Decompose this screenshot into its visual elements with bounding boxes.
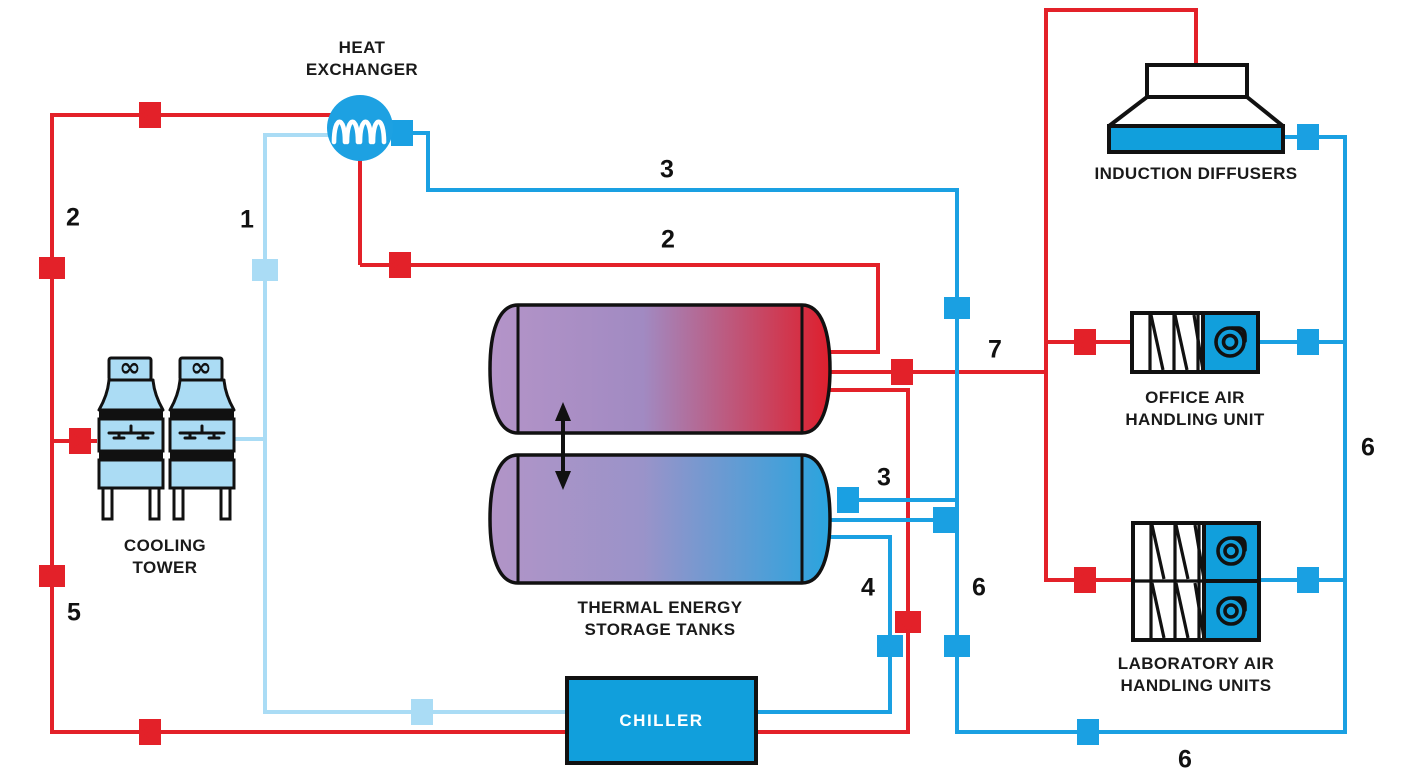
arrow-chilled-hx-out (391, 120, 413, 146)
blower-icon (1216, 596, 1247, 626)
pipe-cond-tower-out (228, 437, 267, 441)
arrow-chilled-charge-up (877, 635, 903, 657)
flow-label-6-right: 6 (1361, 433, 1375, 462)
flow-label-4: 4 (861, 573, 875, 602)
pipe-hot-hx-to-tower-top (52, 113, 360, 117)
arrow-chilled-6-down (944, 635, 970, 657)
pipe-chilled-charge-riser (888, 535, 892, 714)
arrow-cond-to-chiller (411, 699, 433, 725)
arrow-hot-into-tank (891, 359, 913, 385)
pipe-hot-tank-outlet-lower (824, 388, 910, 392)
pipe-hot-7-return (824, 370, 1048, 374)
pipe-hot-tank-riser (876, 263, 880, 354)
pipe-hot-tank-outlet-upper (824, 350, 880, 354)
flow-label-7: 7 (988, 335, 1002, 364)
flow-label-2-mid: 2 (661, 225, 675, 254)
arrow-hot-tower-inlet (69, 428, 91, 454)
arrow-chilled-diffuser-in (1297, 124, 1319, 150)
induction-diffusers-label: INDUCTION DIFFUSERS (1094, 164, 1298, 183)
pipe-hot-tank-to-chiller (906, 388, 910, 732)
pipe-cond-riser (263, 133, 267, 714)
pipe-chilled-tank-out (826, 518, 957, 522)
heat-exchanger (327, 95, 393, 161)
office-air-handling-unit (1130, 311, 1260, 374)
pipe-hot-top-right (1044, 8, 1198, 12)
pipe-chilled-main-riser (955, 188, 959, 734)
coil-icon (331, 119, 387, 145)
flow-label-6-bottom: 6 (1178, 745, 1192, 774)
arrow-chilled-office-in (1297, 329, 1319, 355)
flow-label-6-mid: 6 (972, 573, 986, 602)
pipe-hot-hx-drop (358, 156, 362, 265)
pipe-hot-bottom-left (52, 730, 565, 734)
pipe-hot-right-riser (1044, 8, 1048, 582)
flow-label-5: 5 (67, 598, 81, 627)
pipe-chilled-chiller-out (756, 710, 892, 714)
storage-tank-cold (488, 453, 832, 585)
pipe-chilled-tank-in (838, 498, 957, 502)
arrow-hot-bottom (139, 719, 161, 745)
chiller-label: CHILLER (619, 710, 704, 730)
arrow-chilled-into-tank (837, 487, 859, 513)
pipe-hot-left-riser (50, 113, 54, 734)
arrow-hot-to-tower (139, 102, 161, 128)
pipe-chilled-3-horizontal (426, 188, 959, 192)
chiller: CHILLER (565, 676, 758, 765)
arrow-hot-office-out (1074, 329, 1096, 355)
arrow-hot-down-left (39, 257, 65, 279)
pipe-chilled-hx-drop (426, 131, 430, 192)
laboratory-air-handling-units (1131, 521, 1261, 642)
flow-label-3-tank: 3 (877, 463, 891, 492)
arrow-hot-tank-to-chiller (895, 611, 921, 633)
arrow-chilled-lab-in (1297, 567, 1319, 593)
blower-icon (1214, 326, 1247, 358)
pipe-hot-chiller-right (756, 730, 910, 734)
pipe-hot-diffuser-drop (1194, 8, 1198, 68)
arrow-hot-to-hx (389, 252, 411, 278)
pipe-chilled-supply-riser (1343, 135, 1347, 734)
flow-label-1: 1 (240, 205, 254, 234)
arrow-chilled-6-bottom (1077, 719, 1099, 745)
pipe-cond-hx-in (263, 133, 385, 137)
pipe-chilled-tank-charge (826, 535, 892, 539)
flow-label-2-left: 2 (66, 203, 80, 232)
pipe-hot-2-horizontal (360, 263, 880, 267)
storage-tank-hot (488, 303, 832, 435)
pipe-chilled-6-bottom (955, 730, 1347, 734)
arrow-hot-up-left (39, 565, 65, 587)
cooling-tower: ∞ (97, 351, 236, 521)
arrow-hot-lab-out (1074, 567, 1096, 593)
arrow-chilled-riser-down (944, 297, 970, 319)
arrow-chilled-tank-out (933, 507, 955, 533)
induction-diffuser (1107, 63, 1285, 154)
tank-exchange-arrow-icon (555, 402, 571, 490)
arrow-cond-to-hx (252, 259, 278, 281)
flow-label-3-top: 3 (660, 155, 674, 184)
blower-icon (1216, 536, 1247, 566)
